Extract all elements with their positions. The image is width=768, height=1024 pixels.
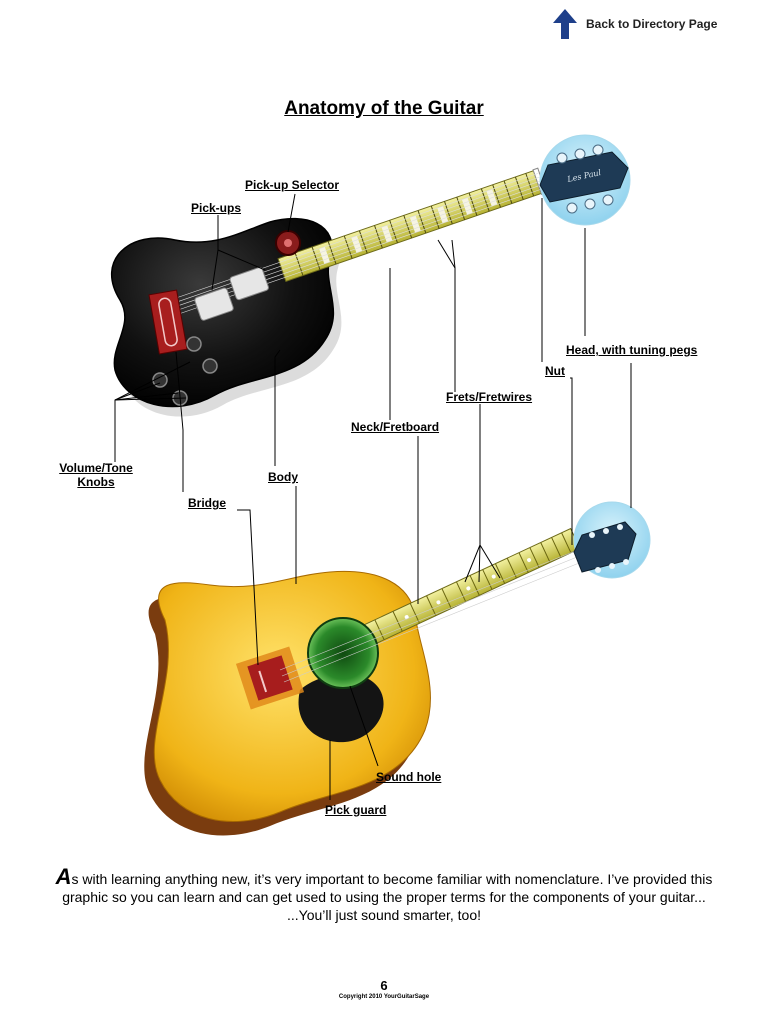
label-frets: Frets/Fretwires — [446, 390, 533, 404]
acoustic-guitar — [144, 501, 651, 836]
up-arrow-icon — [553, 9, 577, 39]
back-link-label: Back to Directory Page — [586, 17, 718, 31]
page-title: Anatomy of the Guitar — [284, 98, 484, 119]
electric-neck — [173, 167, 547, 315]
page-number: 6 — [380, 978, 388, 993]
paragraph-line-1: s with learning anything new, it’s very … — [71, 871, 713, 887]
intro-paragraph: As with learning anything new, it’s very… — [30, 866, 738, 924]
back-to-directory-link[interactable]: Back to Directory Page — [552, 8, 717, 40]
label-head: Head, with tuning pegs — [566, 343, 698, 357]
acoustic-tuning-pegs — [589, 524, 629, 573]
paragraph-line-3: ...You’ll just sound smarter, too! — [286, 907, 482, 923]
label-body: Body — [268, 470, 298, 484]
bridge-pickup — [194, 287, 234, 321]
label-pick-guard: Pick guard — [325, 803, 387, 817]
label-bridge: Bridge — [188, 496, 227, 510]
label-sound-hole: Sound hole — [376, 770, 442, 784]
label-knobs-line1: Volume/Tone — [59, 461, 133, 475]
sound-hole — [307, 617, 379, 689]
acoustic-pick-guard — [298, 673, 384, 743]
guitar-diagram: Les Paul — [110, 134, 651, 836]
volume-tone-knobs — [152, 336, 218, 406]
tuning-pegs — [556, 144, 614, 214]
label-knobs: Volume/Tone Knobs — [50, 461, 142, 489]
paragraph-line-2: graphic so you can learn and can get use… — [62, 889, 706, 905]
label-neck: Neck/Fretboard — [351, 420, 440, 434]
paragraph-dropcap: A — [55, 864, 72, 889]
label-nut: Nut — [545, 364, 565, 378]
leader-lines — [114, 193, 632, 800]
copyright-text: Copyright 2010 YourGuitarSage — [338, 994, 430, 1000]
neck-pickup — [229, 267, 269, 301]
label-pickups: Pick-ups — [191, 201, 242, 215]
label-pickup-selector: Pick-up Selector — [245, 178, 340, 192]
electric-headstock — [539, 151, 629, 203]
label-knobs-line2: Knobs — [77, 475, 115, 489]
